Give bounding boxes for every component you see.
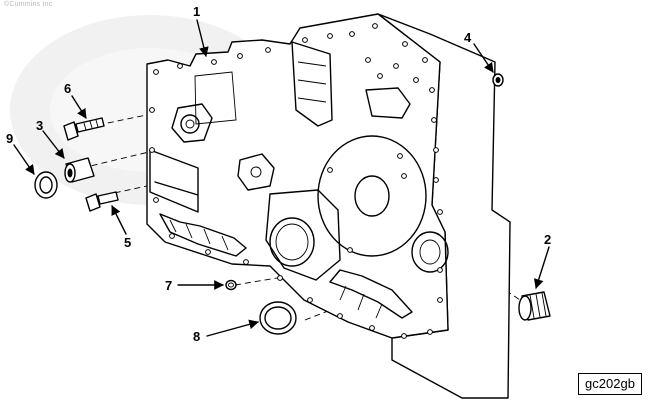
bolt-hole: [205, 249, 211, 255]
bolt-hole: [169, 233, 175, 239]
bolt-hole: [431, 117, 437, 123]
bolt-hole: [153, 69, 159, 75]
callout-8: 8: [193, 329, 200, 344]
leader-2: [533, 246, 550, 289]
bolt-hole: [377, 73, 383, 79]
bolt-hole: [211, 59, 217, 65]
part-2-bearing: [518, 291, 551, 321]
bolt-hole: [372, 23, 378, 29]
leader-1: [196, 19, 209, 57]
callout-3: 3: [36, 118, 43, 133]
callout-9: 9: [6, 131, 13, 146]
part-8-seal: [259, 301, 297, 335]
gear-housing: [146, 13, 511, 399]
bolt-hole: [437, 267, 443, 273]
callout-5: 5: [124, 235, 131, 250]
bolt-hole: [177, 63, 183, 69]
bolt-hole: [437, 297, 443, 303]
bolt-hole: [237, 53, 243, 59]
callout-4: 4: [464, 30, 472, 45]
bolt-hole: [349, 31, 355, 37]
bolt-hole: [429, 87, 435, 93]
callout-labels: 1 2 3 4 5 6 7 8 9: [6, 4, 551, 344]
bolt-hole: [422, 57, 428, 63]
bolt-hole: [243, 259, 249, 265]
bolt-hole: [327, 33, 333, 39]
leader-8: [206, 319, 259, 337]
part-5-bolt: [85, 191, 119, 212]
bolt-hole: [393, 63, 399, 69]
bolt-hole: [265, 47, 271, 53]
bolt-hole: [365, 57, 371, 63]
part-4-nut: [492, 73, 504, 87]
bolt-hole: [302, 37, 308, 43]
bolt-hole: [437, 209, 443, 215]
leader-4: [473, 43, 494, 73]
bolt-hole: [277, 275, 283, 281]
bolt-hole: [149, 147, 155, 153]
callout-6: 6: [64, 81, 71, 96]
bolt-hole: [413, 77, 419, 83]
leader-9: [13, 144, 35, 175]
bolt-hole: [433, 147, 439, 153]
flange-bolt-holes: [149, 23, 443, 339]
bolt-hole: [401, 173, 407, 179]
leader-6: [71, 95, 87, 119]
leader-3: [42, 130, 65, 159]
bolt-hole: [337, 313, 343, 319]
figure-id-box: gc202gb: [578, 373, 642, 395]
part-7-washer: [225, 279, 237, 291]
bolt-hole: [397, 153, 403, 159]
bolt-hole: [327, 167, 333, 173]
bolt-hole: [401, 333, 407, 339]
copyright-notice: ©Cummins Inc: [4, 1, 53, 8]
part-3-bearing: [64, 157, 95, 183]
bolt-hole: [307, 297, 313, 303]
bolt-hole: [427, 329, 433, 335]
callout-2: 2: [544, 232, 551, 247]
part-6-bolt: [63, 117, 105, 141]
leader-lines: [13, 19, 550, 337]
part-9-seal: [34, 171, 58, 199]
bolt-hole: [369, 325, 375, 331]
callout-7: 7: [165, 278, 172, 293]
callout-1: 1: [193, 4, 200, 19]
bolt-hole: [347, 247, 353, 253]
bolt-hole: [153, 197, 159, 203]
bolt-hole: [433, 177, 439, 183]
bolt-hole: [402, 41, 408, 47]
leader-5: [111, 205, 127, 235]
bolt-hole: [149, 107, 155, 113]
